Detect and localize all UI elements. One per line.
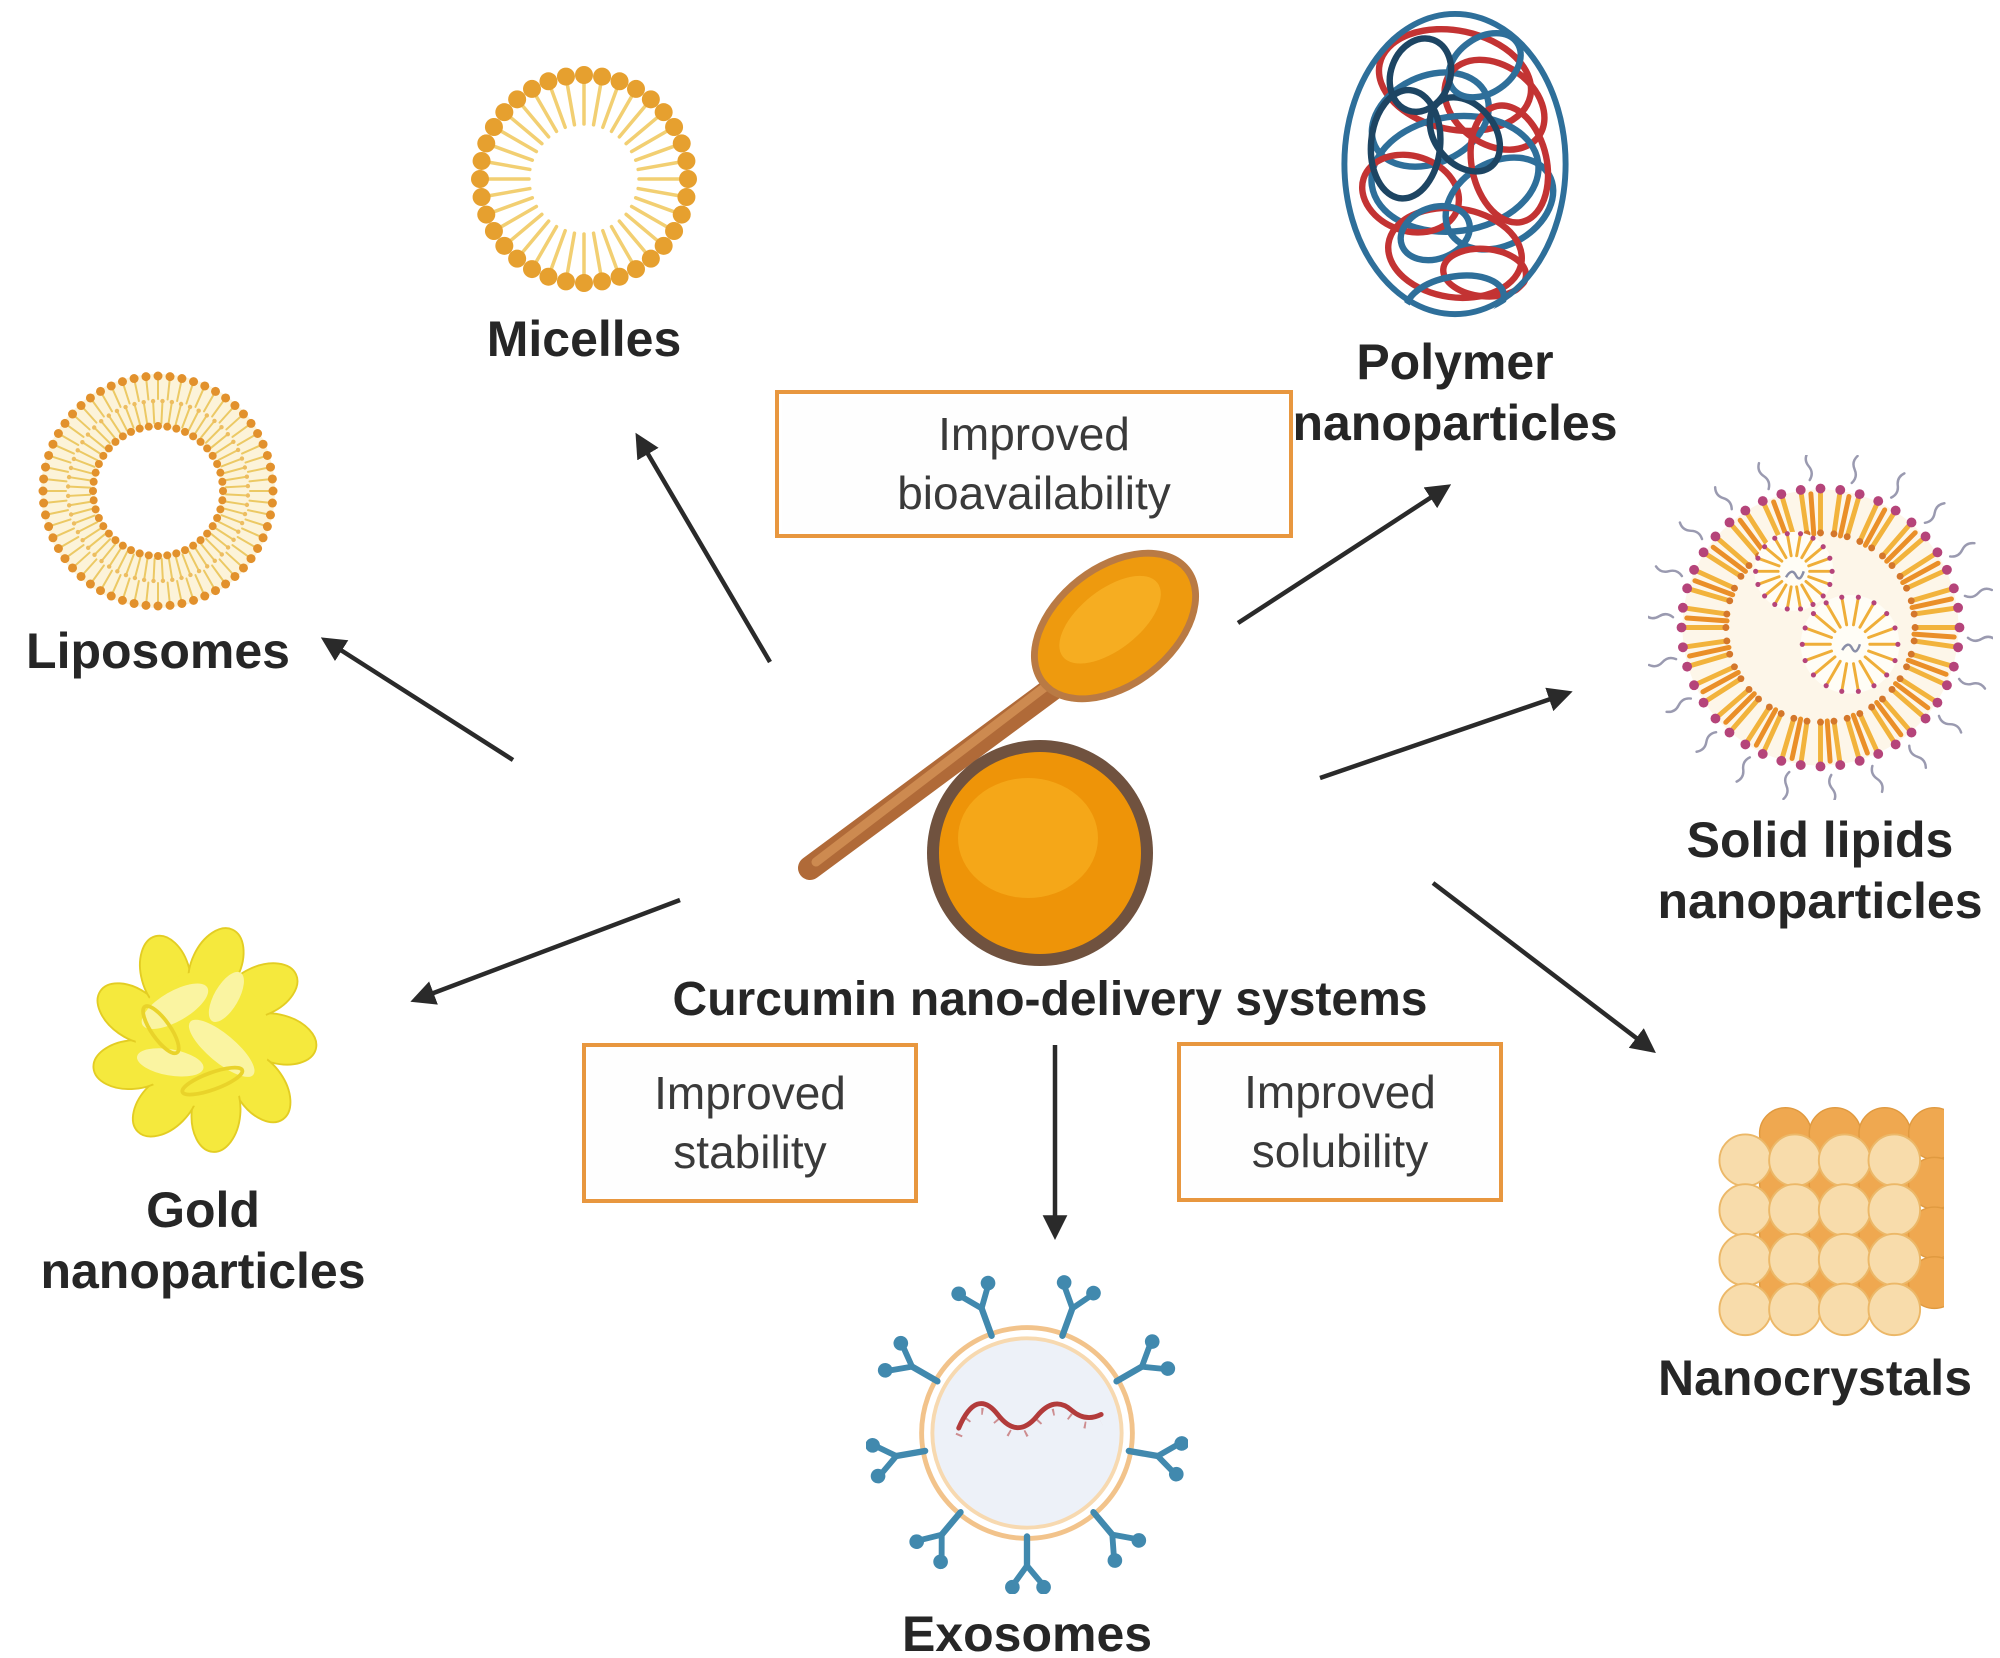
improved-stability-box: Improved stability [582, 1043, 918, 1203]
micelles-icon [471, 66, 697, 292]
arrow-to-solid-lipids [1319, 687, 1573, 781]
improved-solubility-text: Improved solubility [1244, 1066, 1436, 1177]
node-liposomes: Liposomes [26, 371, 290, 682]
solid-lipids-nanoparticles-icon [1647, 455, 1993, 800]
improved-stability-text: Improved stability [654, 1067, 846, 1178]
liposomes-icon [38, 371, 278, 611]
arrow-to-micelles [635, 432, 772, 664]
diagram-title: Curcumin nano-delivery systems [672, 973, 1428, 1026]
nanocrystals-icon [1718, 1106, 1944, 1337]
node-exosomes: Exosomes [866, 1272, 1188, 1658]
curcumin-spoon-bowl-image [798, 549, 1200, 966]
polymer-nanoparticles-icon [1341, 10, 1569, 319]
node-polymer-nanoparticles: Polymer nanoparticles [1290, 6, 1620, 454]
solid-lipids-nanoparticles-label: Solid lipids nanoparticles [1657, 812, 1983, 929]
micelles-label: Micelles [486, 311, 682, 367]
improved-bioavailability-box: Improved bioavailability [775, 390, 1293, 538]
exosomes-label: Exosomes [901, 1606, 1153, 1658]
node-solid-lipids-nanoparticles: Solid lipids nanoparticles [1640, 455, 2000, 932]
improved-bioavailability-text: Improved bioavailability [897, 408, 1171, 519]
polymer-nanoparticles-label: Polymer nanoparticles [1292, 334, 1618, 451]
node-gold-nanoparticles: Gold nanoparticles [40, 908, 366, 1302]
node-nanocrystals: Nanocrystals [1645, 1080, 1985, 1409]
nanocrystals-label: Nanocrystals [1657, 1350, 1973, 1406]
exosomes-icon [866, 1275, 1188, 1594]
gold-nanoparticles-icon [92, 927, 318, 1153]
node-micelles: Micelles [454, 59, 714, 370]
gold-nanoparticles-label: Gold nanoparticles [40, 1182, 366, 1299]
improved-solubility-box: Improved solubility [1177, 1042, 1503, 1202]
liposomes-label: Liposomes [26, 623, 290, 679]
arrow-to-liposomes [320, 637, 515, 762]
